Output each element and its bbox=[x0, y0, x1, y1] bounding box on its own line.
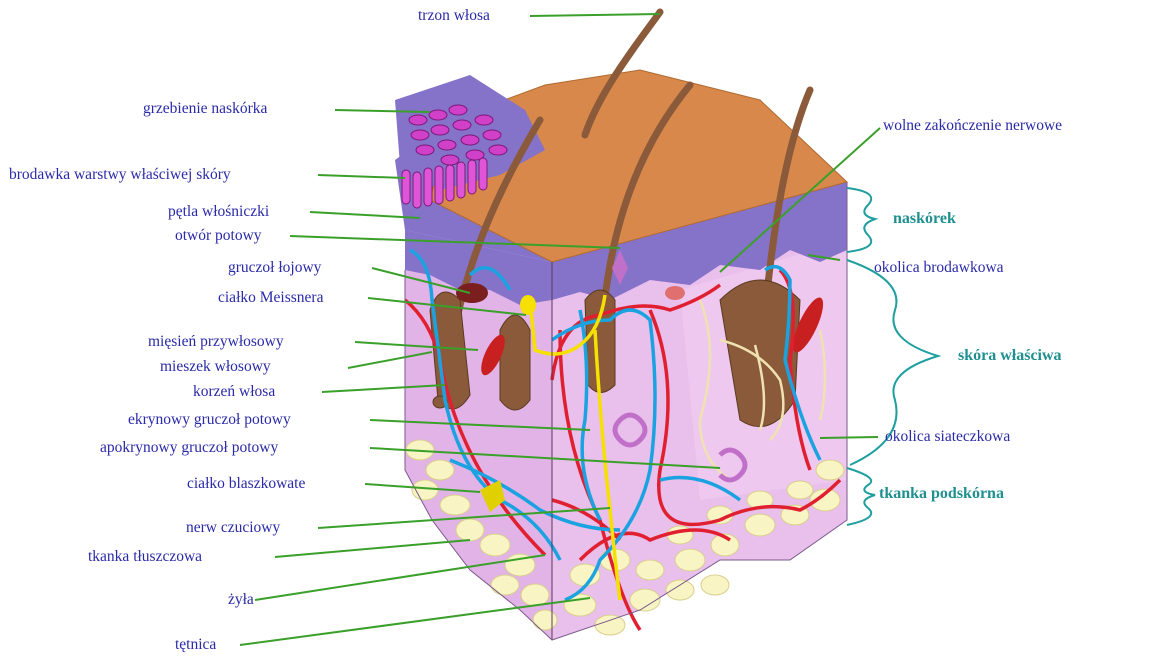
label-eccrine-gland: ekrynowy gruczoł potowy bbox=[128, 411, 291, 429]
bracket-label-hypodermis: tkanka podskórna bbox=[879, 485, 1004, 503]
label-sebaceous-gland: gruczoł łojowy bbox=[228, 259, 321, 277]
label-apocrine-gland: apokrynowy gruczoł potowy bbox=[100, 439, 278, 457]
label-hair-shaft: trzon włosa bbox=[418, 7, 490, 25]
label-sensory-nerve: nerw czuciowy bbox=[186, 519, 280, 537]
label-epidermal-ridges: grzebienie naskórka bbox=[143, 100, 267, 118]
label-vein: żyła bbox=[228, 591, 254, 609]
label-meissner-corpuscle: ciałko Meissnera bbox=[218, 289, 323, 307]
label-sweat-pore: otwór potowy bbox=[175, 227, 262, 245]
layer-brackets bbox=[847, 188, 938, 525]
meissner-corpuscle bbox=[520, 295, 536, 315]
label-hair-follicle: mieszek włosowy bbox=[160, 358, 271, 376]
bracket-label-dermis: skóra właściwa bbox=[958, 347, 1062, 365]
bracket-label-epidermis: naskórek bbox=[893, 210, 956, 228]
label-dermal-papilla: brodawka warstwy właściwej skóry bbox=[9, 166, 231, 184]
label-arrector-pili: mięsień przywłosowy bbox=[148, 333, 284, 351]
label-hair-root: korzeń włosa bbox=[193, 383, 275, 401]
label-adipose-tissue: tkanka tłuszczowa bbox=[88, 548, 202, 566]
label-reticular-region: okolica siateczkowa bbox=[885, 428, 1010, 446]
label-pacinian-corpuscle: ciałko blaszkowate bbox=[187, 475, 305, 493]
label-free-nerve-ending: wolne zakończenie nerwowe bbox=[883, 117, 1062, 135]
label-artery: tętnica bbox=[175, 636, 216, 654]
label-papillary-region: okolica brodawkowa bbox=[874, 259, 1004, 277]
sebaceous-gland bbox=[456, 283, 488, 303]
label-capillary-loop: pętla włośniczki bbox=[168, 203, 269, 221]
